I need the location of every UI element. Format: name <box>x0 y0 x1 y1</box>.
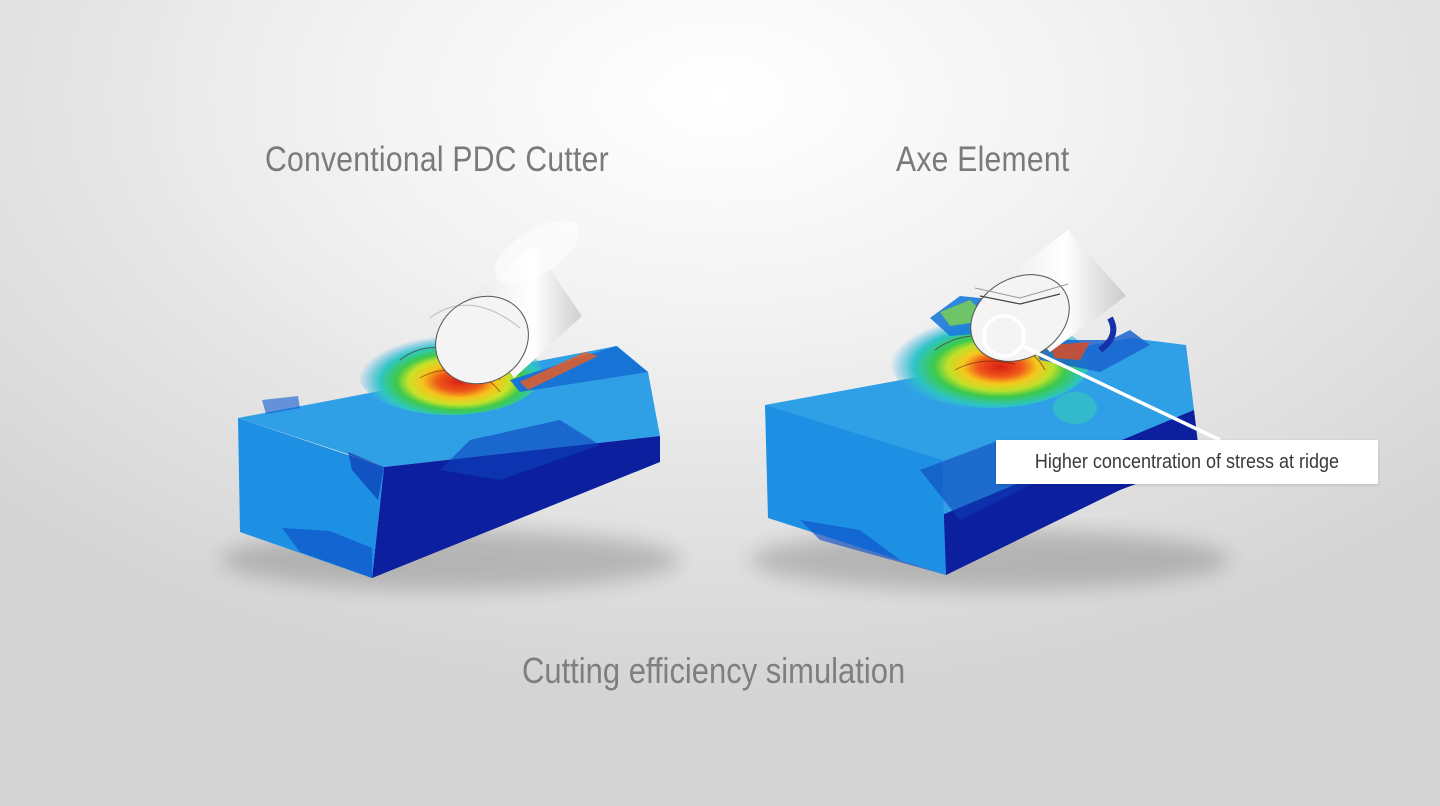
stress-callout-box: Higher concentration of stress at ridge <box>996 440 1378 484</box>
rock-block-side <box>372 436 660 578</box>
pdc-cutter-cylinder <box>429 220 582 385</box>
axe-element-title: Axe Element <box>896 140 1070 179</box>
simulation-caption: Cutting efficiency simulation <box>522 650 906 691</box>
callout-leader-line <box>1021 344 1221 442</box>
ridge-highlight-circle <box>982 314 1026 358</box>
stress-callout-text: Higher concentration of stress at ridge <box>1034 450 1340 473</box>
conventional-cutter-title: Conventional PDC Cutter <box>265 140 609 179</box>
rock-block-front <box>238 418 384 578</box>
rock-block-front <box>765 405 946 575</box>
